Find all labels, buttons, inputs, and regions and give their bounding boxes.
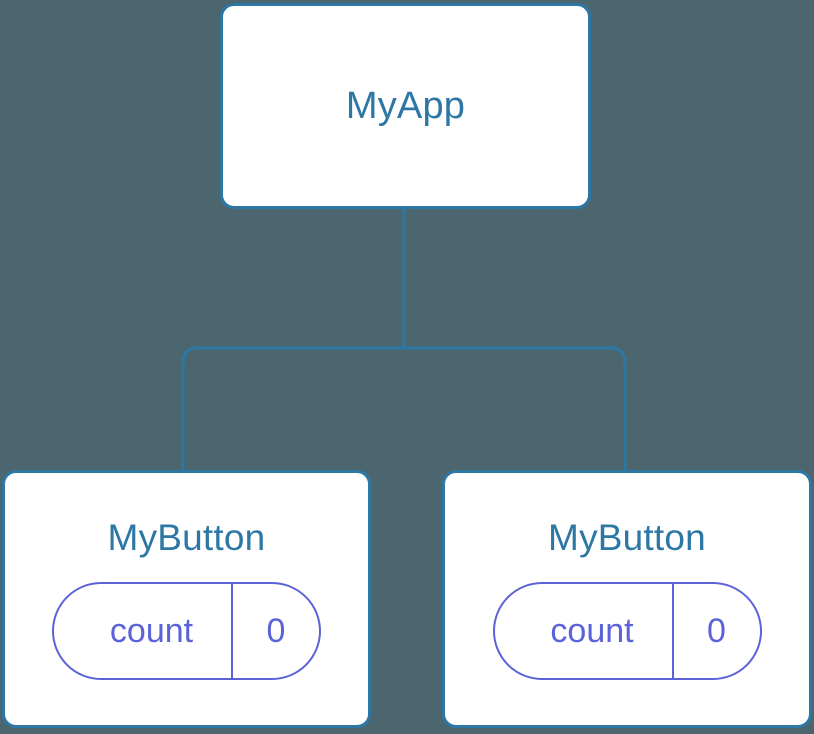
node-title-child-left: MyButton xyxy=(107,517,266,558)
state-value-child-left: 0 xyxy=(231,584,319,678)
node-card-child-right[interactable]: MyButton count 0 xyxy=(442,470,812,728)
state-value-child-right: 0 xyxy=(671,584,760,678)
connector-branch-right xyxy=(404,346,627,472)
state-key-child-left: count xyxy=(109,612,194,650)
node-title-root: MyApp xyxy=(345,85,466,127)
node-title-child-right: MyButton xyxy=(548,517,706,558)
state-key-child-right: count xyxy=(550,612,634,650)
node-card-root[interactable]: MyApp xyxy=(220,3,591,209)
state-pill-child-left[interactable]: count 0 xyxy=(52,582,321,680)
state-pill-child-right[interactable]: count 0 xyxy=(492,582,762,680)
connector-branch-left xyxy=(181,346,404,472)
node-card-child-left[interactable]: MyButton count 0 xyxy=(2,470,371,728)
